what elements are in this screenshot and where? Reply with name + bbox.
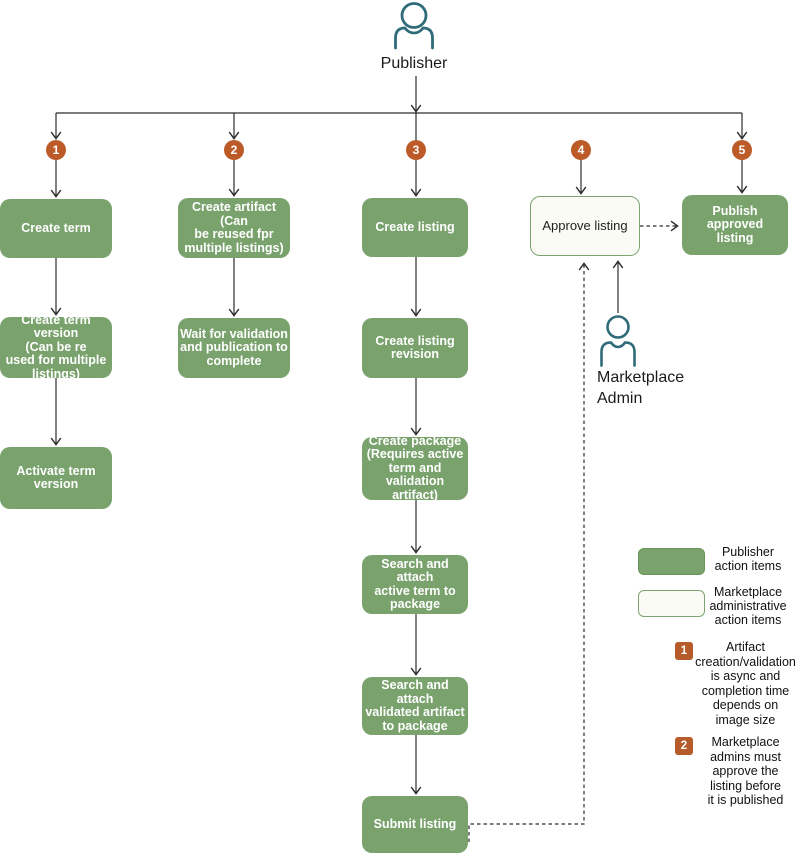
step-badge-5: 5 [732, 140, 752, 160]
note-badge-1: 1 [675, 642, 693, 660]
dashed-connectors [468, 220, 679, 842]
note-text-1: Artifact creation/validation is async an… [695, 640, 796, 727]
node-create-term: Create term [0, 199, 112, 258]
publisher-icon [394, 2, 434, 50]
legend-admin-label: Marketplace administrative action items [709, 585, 787, 627]
note-text-2: Marketplace admins must approve the list… [707, 735, 784, 808]
node-wait-validation: Wait for validation and publication to c… [178, 318, 290, 378]
node-activate-term-version: Activate term version [0, 447, 112, 509]
step-badge-2: 2 [224, 140, 244, 160]
step-badge-1: 1 [46, 140, 66, 160]
node-create-listing: Create listing [362, 198, 468, 257]
step-badge-4: 4 [571, 140, 591, 160]
note-badge-2: 2 [675, 737, 693, 755]
legend-publisher-label: Publisher action items [714, 545, 782, 573]
node-create-listing-revision: Create listing revision [362, 318, 468, 378]
marketplace-admin-label: Marketplace Admin [597, 369, 685, 407]
node-attach-artifact: Search and attach validated artifact to … [362, 677, 468, 735]
step-badge-3: 3 [406, 140, 426, 160]
node-approve-listing: Approve listing [530, 196, 640, 256]
legend-publisher-swatch [638, 548, 705, 575]
node-submit-listing: Submit listing [362, 796, 468, 853]
node-publish-listing: Publish approved listing [682, 195, 788, 255]
node-create-artifact: Create artifact (Can be reused fpr multi… [178, 198, 290, 258]
legend-admin-swatch [638, 590, 705, 617]
node-create-package: Create package (Requires active term and… [362, 434, 468, 502]
publisher-label: Publisher [380, 55, 448, 72]
node-create-term-version: Create term version (Can be re used for … [0, 313, 112, 381]
node-attach-term: Search and attach active term to package [362, 555, 468, 614]
marketplace-admin-icon [600, 315, 636, 367]
